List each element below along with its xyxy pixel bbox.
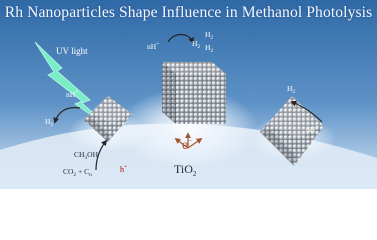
electron-arrow-left (174, 137, 189, 149)
center-h2-label-a: H2 (192, 39, 201, 50)
electron-arrow-right (187, 137, 203, 149)
octahedron-nanoparticle-right (260, 96, 324, 166)
right-h2-label: H2 (287, 84, 296, 95)
illustration-canvas (0, 0, 377, 189)
products-label: CO2 + Cn (63, 167, 92, 178)
tio2-label: TiO2 (174, 162, 197, 178)
methanol-arrow (95, 139, 108, 171)
right-h2-arrow (290, 100, 323, 123)
center-h2-label-b: H2 (205, 30, 214, 41)
center-h2-label-c: H2 (205, 43, 214, 54)
hole-label: h+ (120, 164, 128, 174)
left-nh-label: nH+ (66, 89, 79, 99)
right-nh-label: nH+ (306, 124, 319, 134)
electron-label: e− (182, 137, 193, 153)
uv-light-label: UV light (56, 46, 88, 56)
center-nh-label: nH+ (147, 41, 160, 51)
octahedron-nanoparticle-left (84, 96, 132, 142)
methanol-label: CH3OH (74, 150, 99, 161)
cube-nanoparticle (162, 62, 226, 124)
center-h2-arrow (167, 33, 194, 44)
graphical-abstract: Rh Nanoparticles Shape Influence in Meth… (0, 0, 377, 189)
left-h2-arrow (53, 107, 81, 124)
left-h2-label: H2 (45, 117, 54, 128)
page-title: Rh Nanoparticles Shape Influence in Meth… (4, 4, 373, 21)
